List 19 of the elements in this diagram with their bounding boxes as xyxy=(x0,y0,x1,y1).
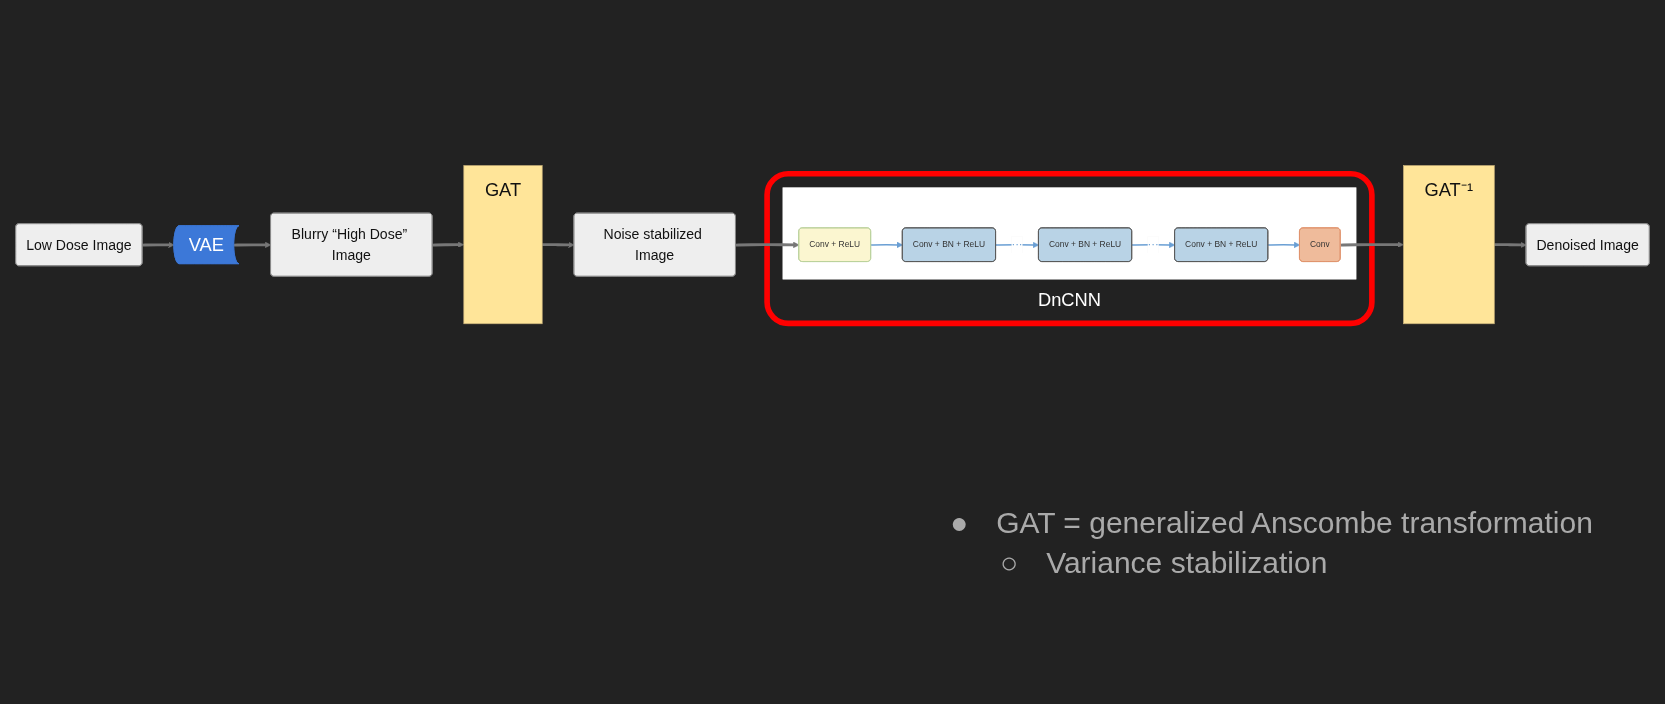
edge-label: ··· xyxy=(1147,238,1159,251)
cluster xyxy=(782,187,1357,280)
arrow xyxy=(1267,242,1301,249)
arrow xyxy=(142,242,175,249)
node-box: GAT⁻¹ xyxy=(1403,165,1495,325)
arrow xyxy=(1340,241,1404,249)
bullet-note: GAT = generalized Anscombe transformation xyxy=(996,506,1593,540)
sub-bullet-note: Variance stabilization xyxy=(1046,546,1328,580)
arrow xyxy=(1494,242,1527,249)
arrow xyxy=(995,242,1040,249)
arrow xyxy=(542,242,575,249)
node-box: GAT xyxy=(463,165,543,325)
edge-label: ··· xyxy=(1011,238,1023,251)
bullet-marker: ○ xyxy=(1000,546,1019,580)
arrow xyxy=(870,242,903,249)
arrow xyxy=(735,242,800,249)
arrow xyxy=(432,241,465,249)
bullet-marker: ● xyxy=(950,506,969,540)
arrow xyxy=(233,242,272,249)
